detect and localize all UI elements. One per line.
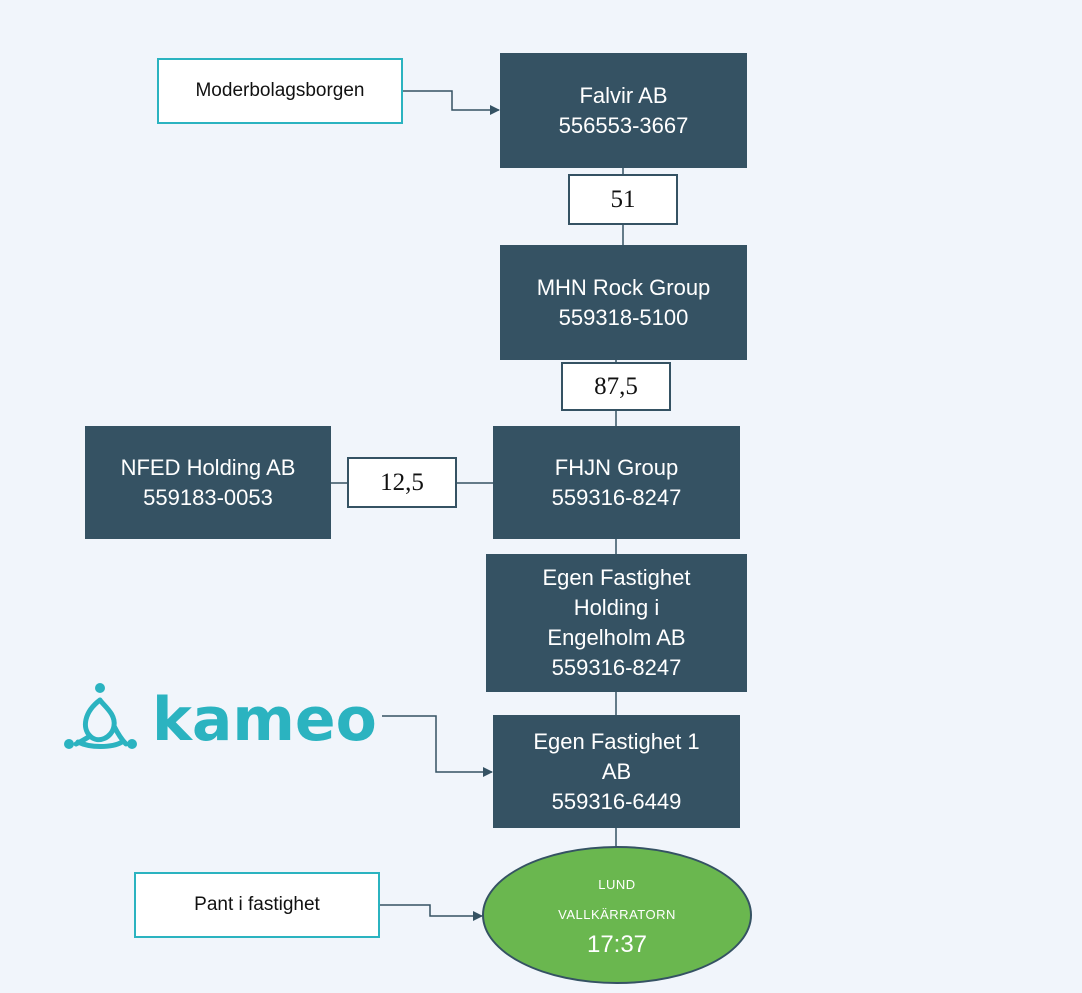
ownership-falvir-mhn-value: 51	[610, 185, 636, 213]
node-egen-holding-line3: Engelholm AB	[547, 625, 686, 650]
arrow-moderbolag-falvir	[402, 90, 500, 115]
property-area: VALLKÄRRATORN	[558, 907, 676, 922]
node-egen1-line2: AB	[601, 758, 632, 784]
ownership-mhn-fhjn: 87,5	[561, 362, 671, 411]
node-fhjn-org: 559316-8247	[551, 484, 682, 510]
kameo-logo-text: kameo	[152, 685, 377, 755]
node-nfed: NFED Holding AB 559183-0053	[85, 426, 331, 539]
arrow-kameo-egen1	[382, 715, 493, 777]
ownership-mhn-fhjn-value: 87,5	[594, 372, 638, 400]
node-fhjn-name: FHJN Group	[554, 454, 679, 480]
node-mhn: MHN Rock Group 559318-5100	[500, 245, 747, 360]
note-pant-label: Pant i fastighet	[194, 894, 320, 915]
node-egen-holding: Egen Fastighet Holding i Engelholm AB 55…	[486, 554, 747, 692]
node-egen-holding-org: 559316-8247	[551, 655, 682, 680]
note-pant-i-fastighet: Pant i fastighet	[134, 872, 380, 938]
property-city: LUND	[598, 877, 636, 892]
kameo-logo-icon	[64, 683, 137, 749]
ownership-nfed-fhjn: 12,5	[347, 457, 457, 508]
node-fhjn: FHJN Group 559316-8247	[493, 426, 740, 539]
node-falvir: Falvir AB 556553-3667	[500, 53, 747, 168]
ownership-falvir-mhn: 51	[568, 174, 678, 225]
note-moderbolagsborgen: Moderbolagsborgen	[157, 58, 403, 124]
property-ellipse: LUND VALLKÄRRATORN 17:37	[482, 846, 752, 984]
arrow-pant-property	[378, 904, 483, 921]
note-moderbolagsborgen-label: Moderbolagsborgen	[195, 80, 365, 101]
node-mhn-org: 559318-5100	[558, 304, 689, 330]
node-egen1-line1: Egen Fastighet 1	[533, 728, 700, 754]
node-mhn-name: MHN Rock Group	[536, 274, 711, 300]
node-egen1: Egen Fastighet 1 AB 559316-6449	[493, 715, 740, 828]
kameo-logo: kameo	[64, 683, 377, 755]
node-egen-holding-line1: Egen Fastighet	[542, 565, 691, 590]
node-nfed-org: 559183-0053	[143, 484, 273, 510]
node-falvir-org: 556553-3667	[558, 112, 689, 138]
ownership-nfed-fhjn-value: 12,5	[380, 468, 424, 496]
property-designation: 17:37	[586, 931, 648, 958]
node-nfed-name: NFED Holding AB	[120, 454, 296, 480]
node-egen-holding-line2: Holding i	[573, 595, 660, 620]
node-falvir-name: Falvir AB	[579, 82, 668, 108]
node-egen1-org: 559316-6449	[551, 788, 682, 814]
